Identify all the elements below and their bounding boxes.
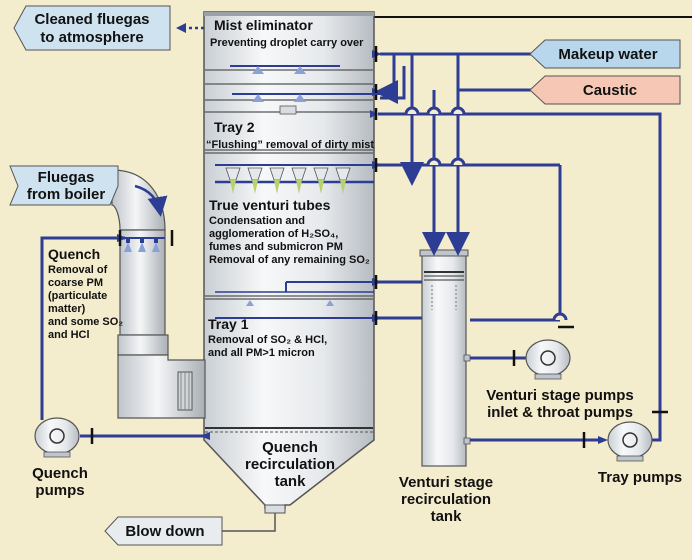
- quench-spray-nozzles: [120, 237, 165, 252]
- valves: [90, 46, 668, 448]
- quench-desc-3: (particulate: [48, 290, 107, 302]
- quench-desc-2: coarse PM: [48, 277, 103, 289]
- cleaned-fluegas-box: Cleaned fluegas to atmosphere: [13, 5, 171, 51]
- venturi-tank-line2: recirculation: [401, 491, 491, 508]
- fluegas-line1: Fluegas: [38, 169, 95, 186]
- venturi-title: True venturi tubes: [209, 197, 331, 213]
- cleaned-fluegas-line2: to atmosphere: [40, 29, 143, 46]
- fluegas-from-boiler-box: Fluegas from boiler: [9, 165, 119, 206]
- caustic-label: Caustic: [583, 82, 637, 99]
- venturi-desc-3: fumes and submicron PM: [209, 241, 343, 253]
- venturi-tank-line1: Venturi stage: [399, 474, 493, 491]
- tray1-desc-2: and all PM>1 micron: [208, 347, 315, 359]
- tray-pump: [607, 421, 653, 462]
- quench-tank-line1: Quench: [262, 439, 318, 456]
- quench-pumps-line1: Quench: [32, 465, 88, 482]
- quench-desc-6: and HCl: [48, 329, 90, 341]
- venturi-stage-pump: [525, 339, 571, 380]
- tray2-title: Tray 2: [214, 119, 255, 135]
- quench-tank-line2: recirculation: [245, 456, 335, 473]
- quench-tank-line3: tank: [275, 473, 307, 490]
- venturi-desc-1: Condensation and: [209, 215, 305, 227]
- quench-title: Quench: [48, 246, 100, 262]
- venturi-pumps-line1: Venturi stage pumps: [486, 387, 634, 404]
- tray-pumps-label: Tray pumps: [598, 469, 682, 486]
- blow-down-label: Blow down: [125, 523, 204, 540]
- tray2-desc: “Flushing” removal of dirty mist: [206, 139, 374, 151]
- venturi-desc-4: Removal of any remaining SO₂: [209, 254, 370, 266]
- caustic-box: Caustic: [529, 75, 681, 105]
- venturi-pumps-line2: inlet & throat pumps: [487, 404, 633, 421]
- mist-eliminator-sprays: [230, 65, 380, 115]
- quench-pumps-line2: pumps: [35, 482, 84, 499]
- fluegas-flow-arrow: [134, 184, 168, 217]
- fluegas-line2: from boiler: [27, 186, 106, 203]
- mist-eliminator-desc: Preventing droplet carry over: [210, 37, 364, 49]
- makeup-water-label: Makeup water: [558, 46, 657, 63]
- pipe-crossovers: [404, 106, 568, 321]
- venturi-desc-2: agglomeration of H₂SO₄,: [209, 228, 338, 240]
- mist-eliminator-title: Mist eliminator: [214, 17, 313, 33]
- blow-down-box: Blow down: [104, 516, 223, 546]
- quench-pump: [34, 417, 80, 458]
- tray1-title: Tray 1: [208, 316, 249, 332]
- blow-down-line: [222, 513, 276, 532]
- tray1-sprays: [215, 281, 374, 319]
- venturi-tubes: [215, 164, 374, 194]
- quench-desc-4: matter): [48, 303, 86, 315]
- makeup-water-box: Makeup water: [529, 39, 681, 69]
- quench-desc-1: Removal of: [48, 264, 108, 276]
- tray1-desc-1: Removal of SO₂ & HCl,: [208, 334, 327, 346]
- quench-desc-5: and some SO₂: [48, 316, 123, 328]
- cleaned-fluegas-line1: Cleaned fluegas: [34, 11, 149, 28]
- main-scrubber-vessel: [203, 11, 375, 514]
- venturi-tank-line3: tank: [431, 508, 463, 525]
- venturi-stage-tank: [419, 249, 471, 467]
